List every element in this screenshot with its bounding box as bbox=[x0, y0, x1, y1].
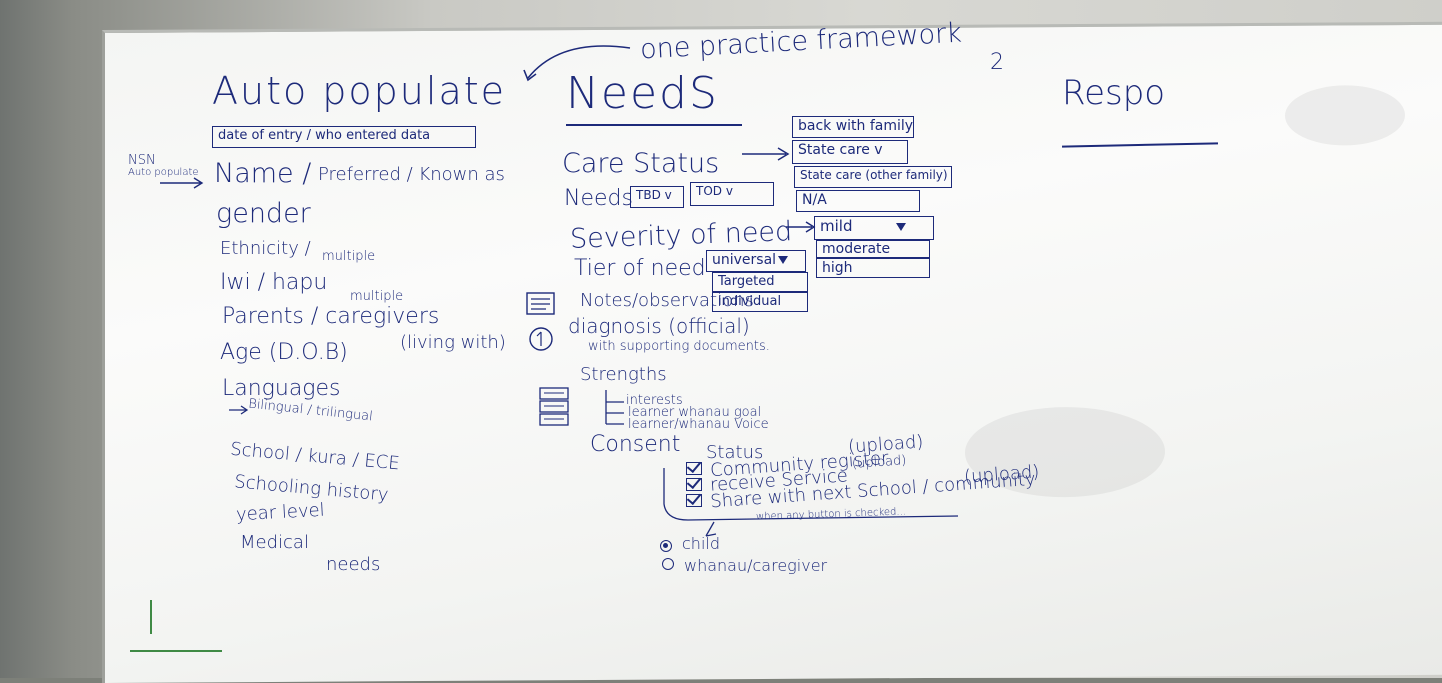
dropdown-caret-icon bbox=[896, 222, 907, 231]
field-year-level: year level bbox=[235, 499, 326, 526]
strengths-branch-icon bbox=[605, 390, 624, 425]
arrow-right-icon bbox=[786, 221, 816, 233]
documents-icon bbox=[539, 387, 569, 426]
field-languages: Languages bbox=[222, 376, 341, 401]
tier-label: Tier of need bbox=[574, 256, 706, 281]
tier-dropdown[interactable]: universal bbox=[706, 250, 806, 272]
needs-label: Needs bbox=[564, 186, 633, 211]
strengths-item-voice: learner/whanau Voice bbox=[628, 417, 769, 432]
arrow-right-icon bbox=[229, 405, 249, 415]
consent-note-community: (upload) bbox=[847, 431, 924, 458]
radio-child-label: child bbox=[682, 534, 720, 553]
field-gender: gender bbox=[216, 198, 311, 229]
care-option-back-with-family[interactable]: back with family bbox=[792, 116, 914, 138]
care-option-state-care-other[interactable]: State care (other family) bbox=[794, 166, 952, 188]
severity-option-moderate[interactable]: moderate bbox=[816, 240, 930, 258]
consent-label: Consent bbox=[590, 432, 681, 457]
field-age: Age (D.O.B) bbox=[220, 340, 348, 365]
field-ethnicity: Ethnicity / bbox=[220, 238, 311, 259]
strengths-item-interests: interests bbox=[626, 393, 683, 408]
diagnosis-note: with supporting documents. bbox=[588, 339, 770, 354]
curved-arrow-icon bbox=[523, 45, 631, 82]
field-iwi: Iwi / hapu bbox=[220, 270, 328, 295]
strengths-label: Strengths bbox=[580, 364, 667, 385]
field-parents: Parents / caregivers bbox=[222, 304, 440, 329]
diagnosis-label: diagnosis (official) bbox=[568, 314, 750, 338]
field-name-note: Preferred / Known as bbox=[318, 164, 505, 185]
care-option-state-care[interactable]: State care v bbox=[792, 140, 908, 164]
right-heading: Respo bbox=[1062, 73, 1166, 113]
arrow-right-icon bbox=[742, 147, 790, 161]
diagnosis-icon bbox=[529, 327, 553, 351]
field-needs: needs bbox=[326, 554, 381, 575]
field-iwi-note: multiple bbox=[350, 289, 404, 304]
consent-status-label: Status bbox=[706, 442, 764, 463]
radio-whanau-label: whanau/caregiver bbox=[684, 556, 828, 575]
green-marker-stroke bbox=[150, 600, 152, 634]
field-parents-note: (living with) bbox=[400, 332, 506, 353]
consent-checkbox-share[interactable] bbox=[686, 494, 702, 507]
middle-heading: NeedS bbox=[566, 68, 719, 119]
field-ethnicity-note: multiple bbox=[322, 249, 376, 264]
green-marker-stroke bbox=[130, 650, 222, 652]
needs-dropdown-2[interactable]: TOD v bbox=[690, 182, 774, 206]
severity-label: Severity of need bbox=[569, 216, 793, 255]
consent-bracket-icon bbox=[663, 468, 959, 537]
nsn-note: Auto populate bbox=[128, 167, 199, 178]
severity-option-high[interactable]: high bbox=[816, 258, 930, 278]
heading-underline bbox=[566, 124, 742, 126]
left-heading: Auto populate bbox=[212, 69, 507, 113]
tier-option-individual[interactable]: individual bbox=[712, 292, 808, 312]
radio-child[interactable] bbox=[660, 540, 672, 552]
radio-whanau[interactable] bbox=[662, 558, 674, 570]
board-smudge bbox=[1285, 85, 1405, 146]
care-option-na[interactable]: N/A bbox=[796, 190, 920, 212]
notes-label: Notes/observations bbox=[580, 290, 754, 311]
care-status-label: Care Status bbox=[562, 148, 720, 179]
nsn-label: NSN bbox=[128, 153, 156, 168]
arrow-right-icon bbox=[160, 177, 204, 189]
audit-field-box: date of entry / who entered data bbox=[212, 126, 476, 148]
notes-icon bbox=[526, 292, 555, 315]
strengths-item-goal: learner whanau goal bbox=[628, 405, 762, 420]
framework-mark: 2 bbox=[990, 50, 1004, 75]
severity-dropdown[interactable]: mild bbox=[814, 216, 934, 240]
field-name: Name / bbox=[214, 158, 312, 189]
tier-option-targeted[interactable]: Targeted bbox=[712, 272, 808, 292]
dropdown-caret-icon bbox=[778, 256, 789, 264]
needs-dropdown-1[interactable]: TBD v bbox=[630, 186, 684, 208]
field-medical: Medical bbox=[240, 532, 309, 553]
